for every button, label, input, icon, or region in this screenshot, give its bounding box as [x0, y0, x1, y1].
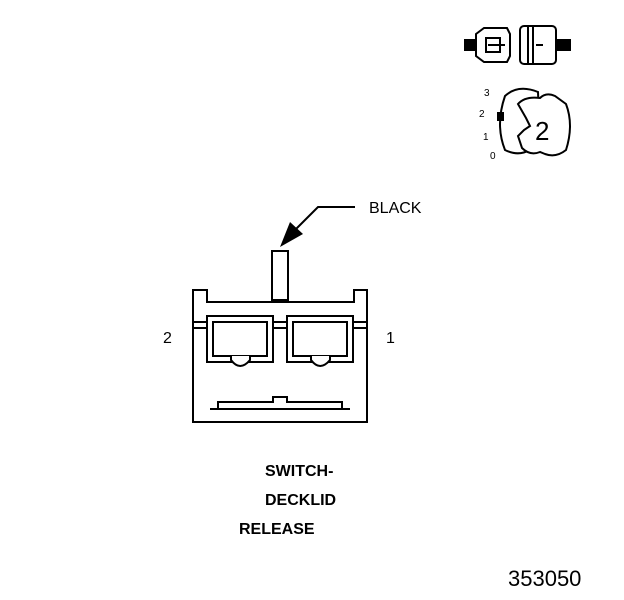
cavity-pin-1 — [286, 315, 354, 367]
connector-mating-icon — [464, 25, 571, 65]
housing-outline — [192, 289, 368, 423]
component-title-line-3: RELEASE — [239, 521, 315, 538]
position-scale-3: 3 — [484, 88, 490, 99]
wire-leader — [280, 206, 355, 247]
position-selected: 2 — [535, 116, 550, 146]
component-title-line-2: DECKLID — [265, 492, 337, 509]
figure-number: 353050 — [508, 566, 582, 591]
cavity-pin-2 — [206, 315, 274, 367]
black-wire — [271, 250, 289, 301]
pin-label-2: 2 — [163, 330, 172, 347]
position-marker — [497, 112, 504, 121]
mating-left-terminal — [464, 39, 476, 51]
mating-right-terminal — [557, 39, 571, 51]
housing-bottom-rail — [217, 396, 343, 409]
connector-position-indicator — [497, 87, 571, 157]
leader-arrowhead — [280, 222, 303, 247]
mating-plug-latch — [485, 37, 501, 53]
cavity-2-latch — [230, 356, 251, 367]
position-scale-2: 2 — [479, 109, 485, 120]
position-scale-0: 0 — [490, 151, 496, 162]
component-title-line-1: SWITCH- — [265, 463, 334, 480]
position-scale-1: 1 — [483, 132, 489, 143]
wire-color-label: BLACK — [369, 200, 422, 217]
pin-label-1: 1 — [386, 330, 395, 347]
cavity-1-latch — [310, 356, 331, 367]
position-front-shell — [516, 93, 571, 157]
